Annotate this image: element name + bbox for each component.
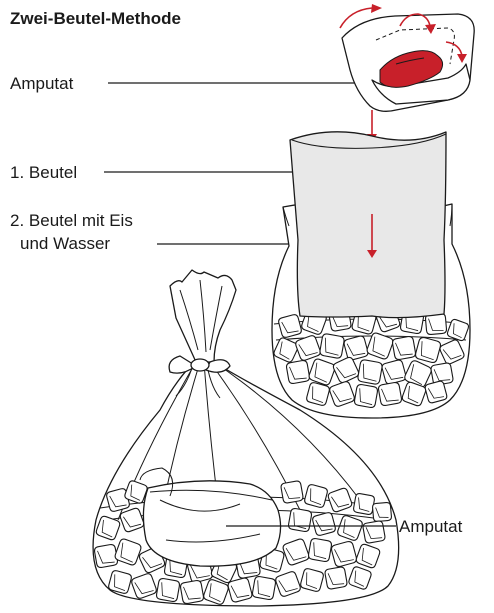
label-beutel-2-line1: 2. Beutel mit Eis bbox=[10, 211, 133, 230]
ice-cube bbox=[156, 578, 180, 602]
ice-cube bbox=[180, 580, 204, 604]
ice-cube bbox=[372, 502, 392, 522]
ice-cube bbox=[424, 380, 447, 403]
ice-cube bbox=[354, 384, 378, 408]
ice-cube bbox=[278, 314, 302, 338]
ice-cube bbox=[288, 508, 312, 532]
ice-cube bbox=[308, 538, 332, 562]
diagram-title: Zwei-Beutel-Methode bbox=[10, 9, 181, 28]
ice-cube bbox=[353, 493, 375, 515]
ice-cube bbox=[312, 512, 336, 536]
ice-cube bbox=[280, 480, 303, 503]
ice-cube bbox=[324, 566, 347, 589]
label-amputat-bottom: Amputat bbox=[399, 517, 463, 536]
label-beutel-2-line2: und Wasser bbox=[20, 234, 110, 253]
amputated-finger-illustration bbox=[340, 4, 474, 111]
ice-cube bbox=[252, 576, 276, 600]
ice-cube bbox=[304, 484, 328, 508]
ice-cube bbox=[94, 544, 118, 568]
ice-cube bbox=[362, 520, 385, 543]
ice-cube bbox=[108, 570, 132, 594]
ice-cube bbox=[306, 382, 330, 406]
ice-cube bbox=[378, 382, 402, 406]
ice-cube bbox=[343, 335, 369, 361]
label-beutel-1: 1. Beutel bbox=[10, 163, 77, 182]
ice-cube bbox=[319, 333, 344, 358]
ice-cube bbox=[286, 360, 310, 384]
inner-bag-upright bbox=[290, 132, 446, 318]
ice-cube bbox=[300, 568, 324, 592]
ice-cube bbox=[227, 577, 253, 603]
label-amputat-top: Amputat bbox=[10, 74, 74, 93]
ice-cube bbox=[381, 359, 407, 385]
ice-cube bbox=[357, 359, 382, 384]
ice-cube bbox=[392, 336, 416, 360]
